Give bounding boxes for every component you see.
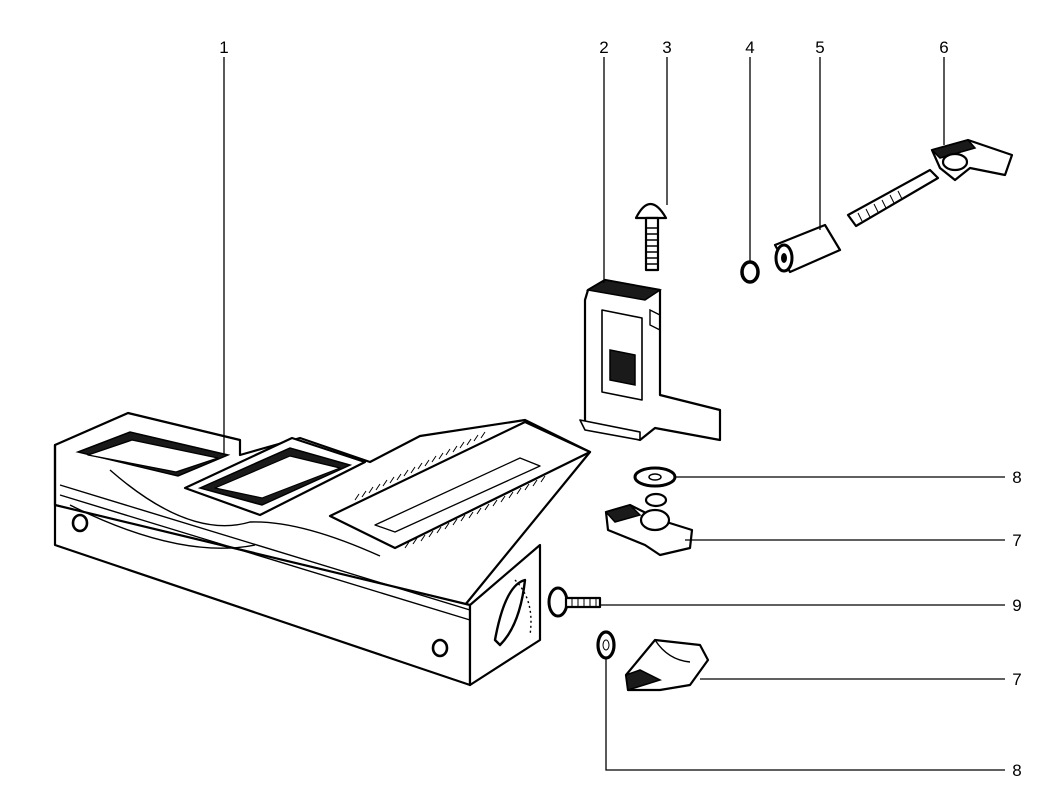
leader-lines bbox=[223, 57, 1005, 771]
part-8-washer-lower bbox=[596, 630, 616, 660]
part-7-wing-knob-lower bbox=[624, 638, 710, 692]
callout-9: 9 bbox=[1012, 596, 1021, 615]
part-1-guide-rail bbox=[53, 411, 592, 687]
part-6-t-handle-screw bbox=[846, 138, 1014, 228]
callout-1: 1 bbox=[219, 38, 228, 57]
callout-7-lower: 7 bbox=[1012, 670, 1021, 689]
part-2-stop-bracket bbox=[579, 278, 722, 442]
part-9-thumb-screw bbox=[547, 586, 602, 618]
part-8-washer-upper bbox=[633, 466, 677, 488]
callout-4: 4 bbox=[745, 38, 754, 57]
part-5-sleeve bbox=[773, 223, 842, 274]
callout-2: 2 bbox=[599, 38, 608, 57]
part-7-wing-knob-upper bbox=[604, 492, 694, 557]
callout-8-upper: 8 bbox=[1012, 468, 1021, 487]
leader-8b bbox=[605, 658, 1005, 771]
callout-3: 3 bbox=[662, 38, 671, 57]
callout-7-upper: 7 bbox=[1012, 531, 1021, 550]
callout-labels: 1 2 3 4 5 6 8 7 9 7 8 bbox=[219, 38, 1021, 780]
callout-8-lower: 8 bbox=[1012, 761, 1021, 780]
part-4-washer bbox=[740, 260, 760, 284]
callout-6: 6 bbox=[939, 38, 948, 57]
scale-ticks bbox=[354, 431, 546, 549]
part-3-carriage-bolt bbox=[634, 202, 668, 272]
callout-5: 5 bbox=[815, 38, 824, 57]
